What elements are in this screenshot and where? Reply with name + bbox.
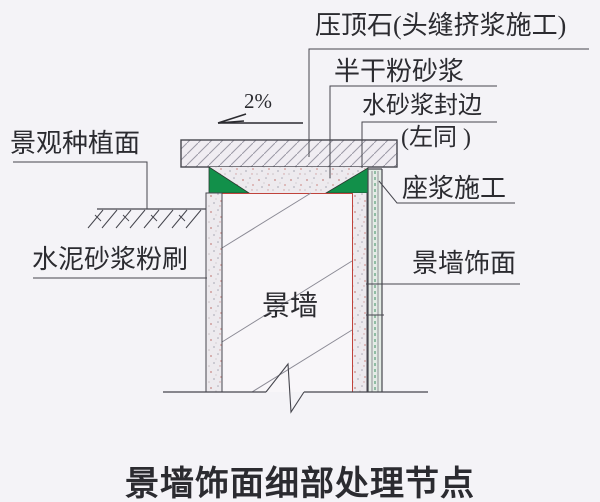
cap-stone (180, 139, 398, 168)
plaster-layer-left (205, 192, 223, 393)
ground-planting-surface (87, 208, 206, 229)
drawing-title: 景墙饰面细部处理节点 (125, 465, 475, 502)
leader-lines (13, 48, 589, 285)
label-wall-finish: 景墙饰面 (412, 249, 517, 278)
leader-planting-surface (13, 161, 148, 209)
semi-dry-mortar-layer (208, 166, 369, 195)
label-water-mortar-edge: 水砂浆封边 (362, 93, 482, 119)
label-cement-plaster: 水泥砂浆粉刷 (32, 245, 189, 274)
wall-diagonal-hatch (221, 192, 353, 393)
mortar-layer-right (353, 193, 367, 392)
break-symbol (265, 362, 305, 414)
wall-finish-layer (366, 168, 384, 392)
label-wall: 景墙 (262, 291, 319, 322)
leader-semi-dry-mortar (329, 85, 497, 178)
soil-hatch (87, 209, 202, 229)
wall-body (205, 192, 368, 393)
label-slope-percent: 2% (244, 89, 272, 113)
label-bedding-mortar: 座浆施工 (402, 174, 507, 203)
label-planting-surface: 景观种植面 (10, 129, 141, 158)
label-cap-stone: 压顶石(头缝挤浆施工) (315, 11, 567, 40)
slope-arrow (217, 113, 303, 124)
label-semi-dry-mortar: 半干粉砂浆 (334, 57, 465, 86)
base-line (163, 362, 428, 414)
leader-water-mortar-edge (361, 121, 497, 168)
label-same-as-left: (左同 ) (401, 125, 471, 151)
leader-cap-stone (308, 48, 589, 157)
leader-bedding-mortar (378, 180, 515, 204)
